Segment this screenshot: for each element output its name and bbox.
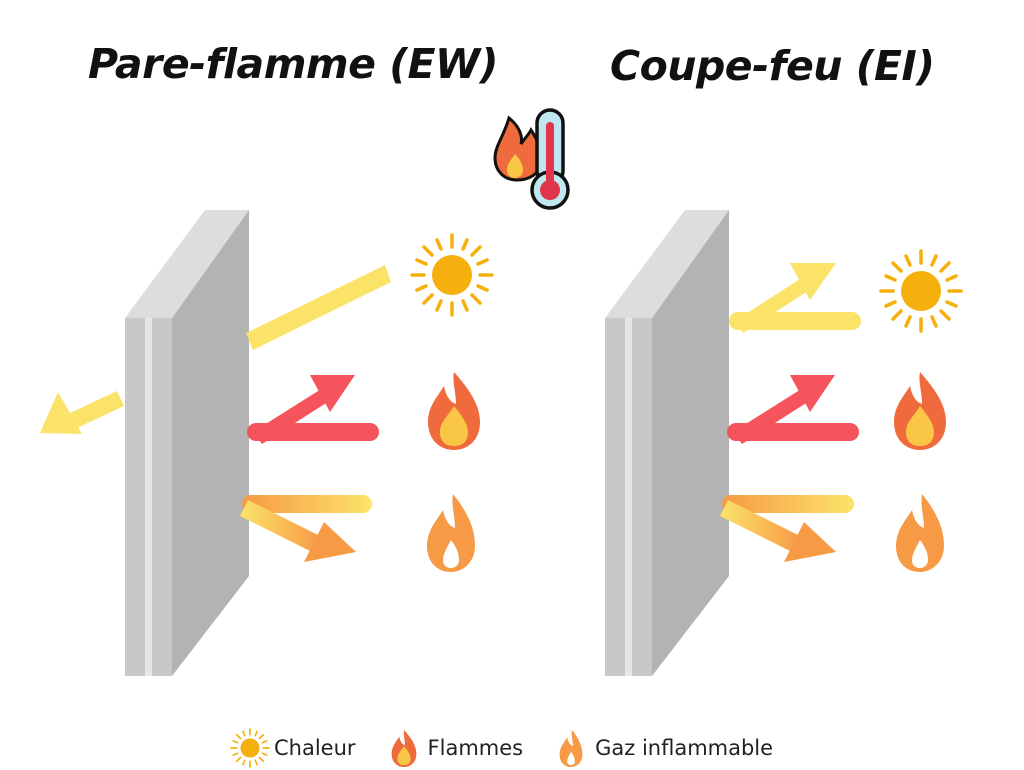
legend-label-flames: Flammes bbox=[427, 736, 524, 760]
wall-right bbox=[605, 210, 729, 676]
legend: Chaleur Flammes Gaz inflammable bbox=[230, 726, 773, 770]
heat-arrow-left bbox=[40, 265, 391, 434]
legend-label-gas: Gaz inflammable bbox=[595, 736, 774, 760]
heat-arrow-right bbox=[729, 263, 861, 333]
gas-arrow-left bbox=[240, 495, 372, 562]
wall-left bbox=[125, 210, 249, 676]
fire-icon bbox=[391, 729, 416, 768]
legend-item-heat: Chaleur bbox=[230, 728, 356, 768]
title-pare-flamme: Pare-flamme (EW) bbox=[88, 40, 498, 88]
gas-flame-icon bbox=[559, 729, 583, 768]
sun-icon bbox=[879, 249, 963, 333]
sun-icon bbox=[230, 728, 270, 768]
fire-icon bbox=[894, 372, 946, 450]
gas-arrow-right bbox=[720, 495, 854, 562]
legend-item-gas: Gaz inflammable bbox=[551, 728, 773, 768]
gas-flame-icon bbox=[427, 494, 475, 572]
gas-flame-icon bbox=[896, 494, 944, 572]
fire-thermometer-icon bbox=[493, 108, 570, 210]
sun-icon bbox=[410, 233, 494, 317]
legend-item-flames: Flammes bbox=[384, 728, 524, 768]
flame-arrow-right bbox=[727, 375, 859, 444]
fire-icon bbox=[428, 372, 480, 450]
title-coupe-feu: Coupe-feu (EI) bbox=[610, 42, 935, 90]
flame-arrow-left bbox=[247, 375, 379, 444]
legend-label-heat: Chaleur bbox=[274, 736, 356, 760]
